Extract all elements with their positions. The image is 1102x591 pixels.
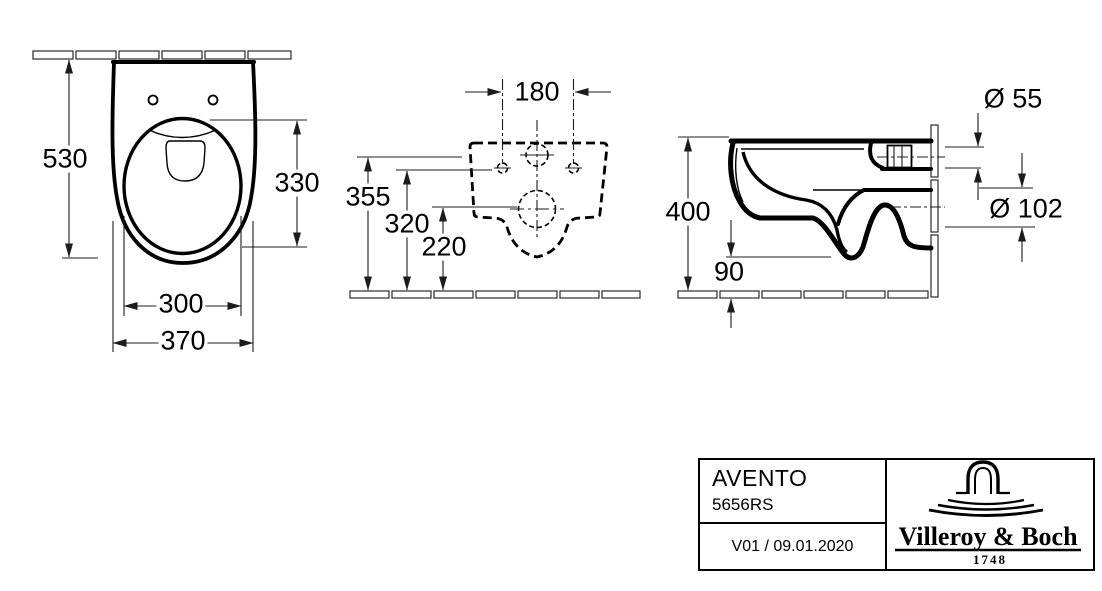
side-view-drawing	[677, 113, 1035, 328]
version-date-label: V01 / 09.01.2020	[731, 537, 854, 555]
dim-label-fixing-hole-height: 320	[382, 208, 432, 239]
seat-hole-left	[147, 94, 159, 106]
brand-name: Villeroy & Boch	[898, 522, 1078, 551]
title-block-brand-cell: Villeroy & Boch 1748	[887, 460, 1093, 569]
product-article-number: 5656RS	[712, 495, 774, 514]
dim-label-bowl-inner-width: 300	[156, 288, 206, 319]
wc-rim-crescent	[148, 129, 217, 139]
floor-section-hatch-side	[677, 290, 929, 299]
floor-section-hatch-rear	[349, 290, 641, 299]
wc-outer-shell	[110, 60, 258, 265]
rear-view-drawing	[349, 79, 641, 299]
wc-rear-outline	[468, 141, 609, 259]
dim-label-fixing-hole-spacing: 180	[512, 76, 562, 107]
dim-label-floor-clearance: 90	[711, 256, 747, 287]
title-block: AVENTO 5656RS V01 / 09.01.2020 Villeroy …	[698, 458, 1095, 571]
fixing-hole-left	[494, 162, 511, 174]
wc-water-surface	[165, 140, 206, 182]
seat-hole-right	[207, 94, 219, 106]
dim-label-bowl-inner-depth: 330	[272, 167, 322, 198]
title-block-product-cell: AVENTO 5656RS	[700, 460, 887, 524]
product-series-label: AVENTO	[712, 465, 808, 491]
dim-label-outlet-center-height: 220	[419, 231, 469, 262]
dim-label-total-height: 400	[663, 196, 713, 227]
dim-label-total-width: 370	[158, 325, 208, 356]
wall-section-hatch	[32, 50, 292, 60]
wave-lines-icon	[928, 498, 1044, 517]
dim-label-outlet-diameter: Ø 102	[987, 193, 1065, 224]
dim-label-water-inlet-height: 355	[343, 181, 393, 212]
title-block-version-cell: V01 / 09.01.2020	[700, 524, 887, 569]
wc-bowl-rim	[122, 116, 243, 256]
fixing-hole-right	[565, 162, 582, 174]
villeroy-boch-logo: Villeroy & Boch 1748	[895, 460, 1081, 567]
wall-section-hatch-side	[930, 124, 939, 298]
top-view-drawing	[32, 50, 307, 352]
dim-label-total-depth: 530	[40, 143, 90, 174]
amphora-icon	[956, 460, 1010, 495]
dim-label-inlet-diameter: Ø 55	[981, 83, 1045, 114]
wc-cross-section	[728, 138, 945, 261]
brand-founded-year: 1748	[973, 552, 1007, 567]
